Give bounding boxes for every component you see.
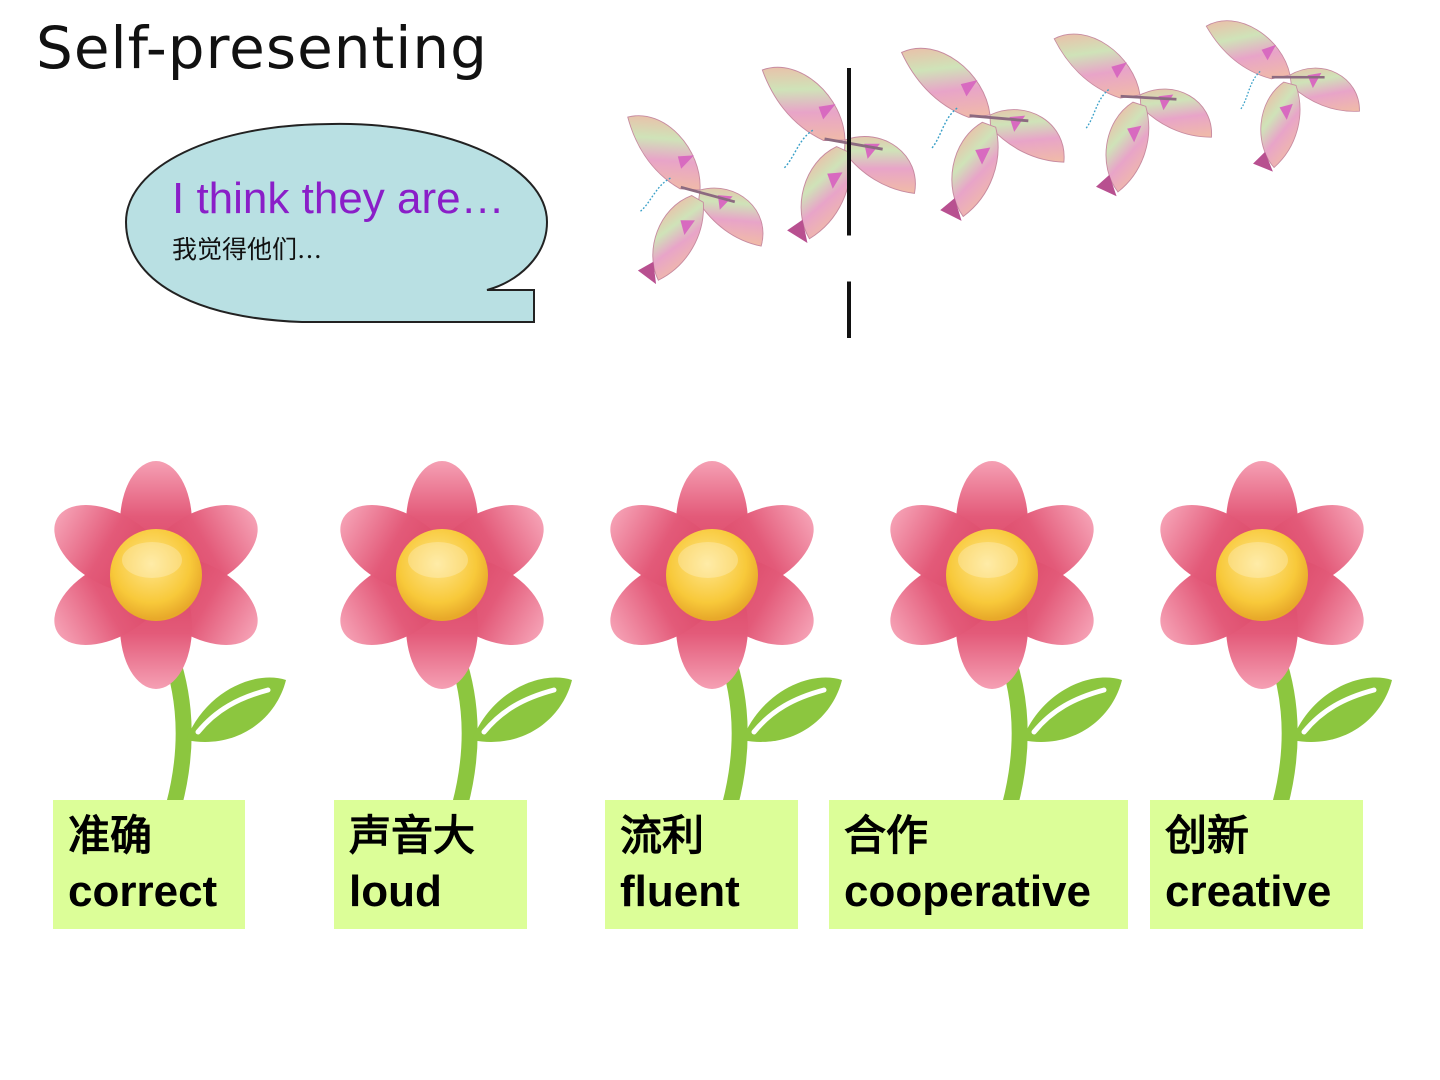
slide-title: Self-presenting	[36, 14, 488, 82]
label-loud: 声音大 loud	[334, 800, 527, 929]
butterfly-5	[1173, 20, 1375, 191]
label-english: correct	[68, 867, 218, 916]
label-chinese: 声音大	[349, 811, 476, 860]
label-chinese: 合作	[844, 811, 929, 860]
label-cooperative: 合作 cooperative	[829, 800, 1128, 929]
label-chinese: 准确	[68, 811, 153, 860]
label-english: creative	[1165, 867, 1332, 916]
label-english: loud	[349, 867, 442, 916]
flower-2	[292, 420, 592, 820]
butterfly-2	[702, 56, 942, 277]
label-creative: 创新 creative	[1150, 800, 1363, 929]
flower-4	[842, 420, 1142, 820]
label-english: cooperative	[844, 867, 1091, 916]
label-chinese: 流利	[620, 811, 705, 860]
vertical-divider	[847, 68, 851, 338]
bubble-english-text: I think they are…	[172, 174, 505, 223]
label-chinese: 创新	[1165, 811, 1250, 860]
flower-5	[1112, 420, 1412, 820]
bubble-chinese-text: 我觉得他们…	[172, 235, 323, 264]
butterfly-1	[600, 104, 792, 322]
label-correct: 准确 correct	[53, 800, 245, 929]
butterflies-graphic	[600, 20, 1375, 322]
speech-bubble	[124, 122, 549, 323]
flower-1	[6, 420, 306, 820]
label-fluent: 流利 fluent	[605, 800, 798, 929]
label-english: fluent	[620, 867, 740, 916]
flower-3	[562, 420, 862, 820]
